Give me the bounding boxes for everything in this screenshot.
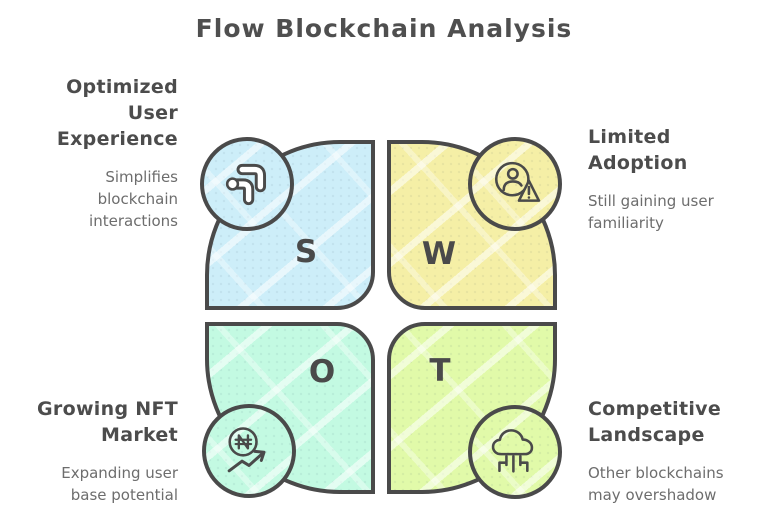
- weaknesses-sub-line: familiarity: [588, 214, 664, 232]
- threats-label-block: Competitive Landscape Other blockchains …: [588, 396, 724, 506]
- letter-t: T: [429, 353, 451, 389]
- weaknesses-heading-line: Adoption: [588, 152, 688, 174]
- swot-grid: S W O T: [200, 137, 562, 499]
- opportunities-sub-line: Expanding user: [61, 464, 178, 482]
- opportunities-subtext: Expanding user base potential: [37, 462, 178, 506]
- threats-sub-line: may overshadow: [588, 486, 717, 504]
- strengths-heading-line: User: [127, 102, 178, 124]
- opportunities-heading-line: Growing NFT: [37, 398, 178, 420]
- threats-heading-line: Competitive: [588, 398, 722, 420]
- strengths-heading-line: Optimized: [66, 76, 178, 98]
- letter-w: W: [421, 236, 457, 272]
- flow-arrows-icon: [225, 163, 267, 206]
- strengths-subtext: Simplifies blockchain interactions: [57, 166, 178, 232]
- weaknesses-heading: Limited Adoption: [588, 124, 714, 176]
- opportunities-heading-line: Market: [101, 424, 178, 446]
- weaknesses-label-block: Limited Adoption Still gaining user fami…: [588, 124, 714, 234]
- letter-o: O: [308, 354, 336, 390]
- threats-heading-line: Landscape: [588, 424, 705, 446]
- weaknesses-icon-circle: [468, 137, 562, 231]
- weaknesses-heading-line: Limited: [588, 126, 671, 148]
- page-title: Flow Blockchain Analysis: [195, 14, 573, 43]
- weaknesses-subtext: Still gaining user familiarity: [588, 190, 714, 234]
- threats-heading: Competitive Landscape: [588, 396, 724, 448]
- strengths-heading: Optimized User Experience: [57, 74, 178, 152]
- opportunities-icon-circle: [202, 404, 296, 498]
- strengths-label-block: Optimized User Experience Simplifies blo…: [57, 74, 178, 232]
- strengths-sub-line: blockchain: [97, 190, 178, 208]
- threats-sub-line: Other blockchains: [588, 464, 724, 482]
- letter-s: S: [294, 234, 318, 270]
- strengths-sub-line: interactions: [89, 212, 178, 230]
- strengths-icon-circle: [200, 137, 294, 231]
- user-warning-icon: [494, 161, 541, 202]
- opportunities-sub-line: base potential: [70, 486, 178, 504]
- opportunities-heading: Growing NFT Market: [37, 396, 178, 448]
- strengths-sub-line: Simplifies: [105, 168, 178, 186]
- weaknesses-sub-line: Still gaining user: [588, 192, 714, 210]
- nft-trend-icon: [227, 427, 266, 473]
- threats-icon-circle: [468, 405, 562, 499]
- cloud-network-icon: [491, 429, 534, 473]
- strengths-heading-line: Experience: [56, 128, 178, 150]
- opportunities-label-block: Growing NFT Market Expanding user base p…: [37, 396, 178, 506]
- threats-subtext: Other blockchains may overshadow: [588, 462, 724, 506]
